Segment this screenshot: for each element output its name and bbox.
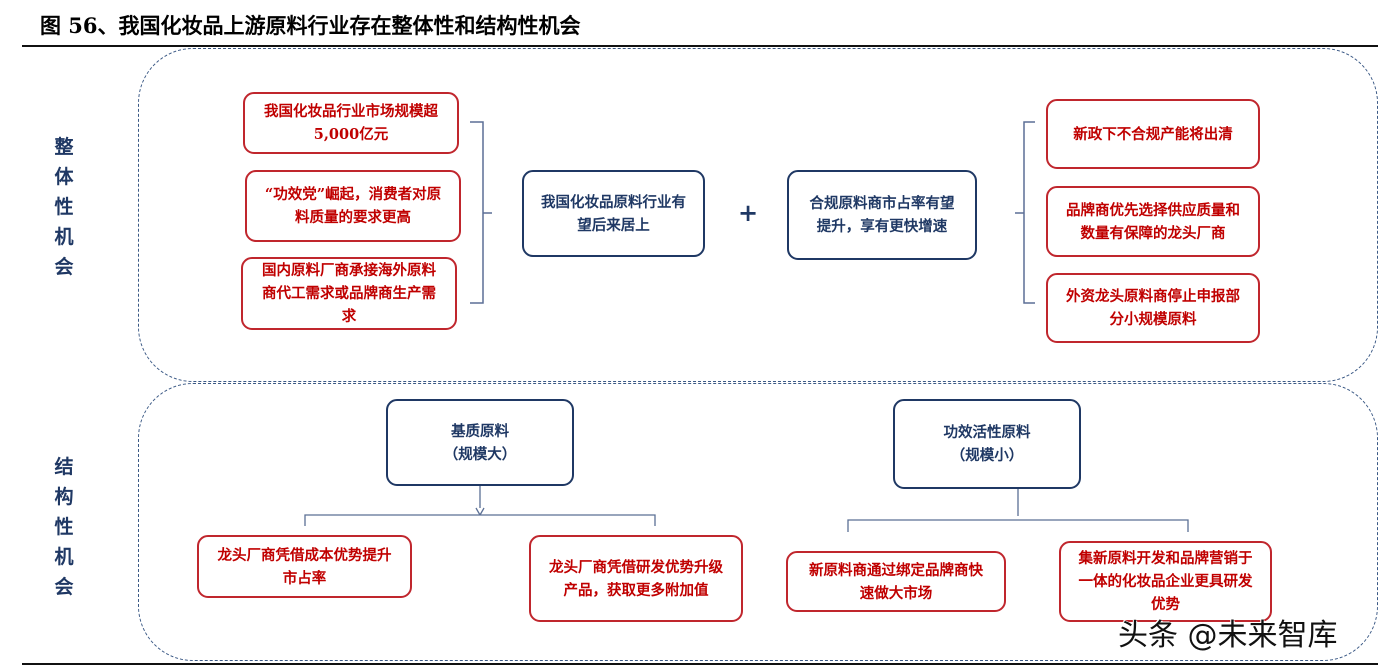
overall-label: 整体性机会 [54,136,74,278]
opportunity-box: 新原料商通过绑定品牌商快速做大市场 [786,551,1006,612]
active-materials-box: 功效活性原料 （规模小） [893,399,1081,489]
category-subtitle: （规模大） [443,445,517,463]
right-tree-connector [847,489,1189,532]
structural-opportunity-panel [138,383,1378,661]
base-materials-box: 基质原料 （规模大） [386,399,574,486]
right-brace [1015,121,1035,304]
driver-box: 外资龙头原料商停止申报部分小规模原料 [1046,273,1260,343]
driver-box: 品牌商优先选择供应质量和数量有保障的龙头厂商 [1046,186,1260,257]
category-subtitle: （规模小） [950,447,1024,464]
top-rule [22,45,1378,47]
driver-box: 国内原料厂商承接海外原料商代工需求或品牌商生产需求 [241,257,457,330]
bottom-rule [22,663,1378,665]
left-brace [470,121,492,304]
category-title: 功效活性原料 [943,424,1031,441]
outcome-box: 我国化妆品原料行业有望后来居上 [522,170,705,257]
left-tree-connector [304,486,656,526]
structural-label: 结构性机会 [54,456,74,598]
outcome-box: 合规原料商市占率有望提升，享有更快增速 [787,170,977,260]
opportunity-box: 龙头厂商凭借研发优势升级产品，获取更多附加值 [529,535,743,622]
figure-title: 图 56、我国化妆品上游原料行业存在整体性和结构性机会 [40,13,581,38]
driver-box: 新政下不合规产能将出清 [1046,99,1260,169]
watermark: 头条 @未来智库 [1118,618,1338,653]
overall-opportunity-panel [138,48,1378,382]
driver-box: 我国化妆品行业市场规模超5,000亿元 [243,92,459,154]
opportunity-box: 龙头厂商凭借成本优势提升市占率 [197,535,412,598]
driver-box: “功效党”崛起，消费者对原料质量的要求更高 [245,170,461,242]
plus-sign: + [738,198,759,227]
opportunity-box: 集新原料开发和品牌营销于一体的化妆品企业更具研发优势 [1059,541,1272,622]
category-title: 基质原料 [451,422,509,440]
